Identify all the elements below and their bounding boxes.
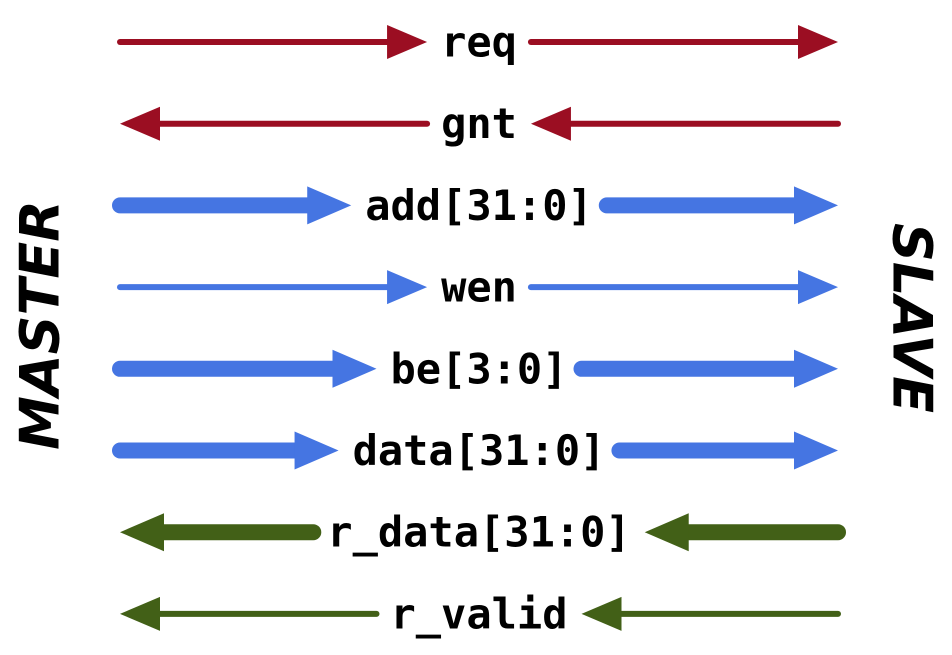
signal-label: gnt <box>441 99 517 148</box>
left-arrow-arrowhead <box>294 431 339 470</box>
signal-row: r_data[31:0] <box>120 508 846 557</box>
left-arrow-arrowhead <box>387 270 428 305</box>
signal-label: wen <box>441 263 517 312</box>
signal-row: gnt <box>120 99 841 148</box>
right-arrow-arrowhead <box>581 596 622 631</box>
left-arrow-arrowhead <box>120 596 160 631</box>
signal-label: r_valid <box>390 589 567 638</box>
signal-label: data[31:0] <box>353 426 606 475</box>
left-arrow-arrowhead <box>307 186 352 225</box>
left-arrow-arrowhead <box>120 106 160 141</box>
right-arrow-arrowhead <box>798 25 838 59</box>
left-arrow-arrowhead <box>332 349 377 388</box>
signal-label: req <box>441 18 517 67</box>
right-arrow-arrowhead <box>644 513 689 552</box>
signal-label: add[31:0] <box>365 181 593 230</box>
signal-row: wen <box>117 263 838 312</box>
master-label: MASTER <box>9 200 72 450</box>
right-arrow-arrowhead <box>794 186 838 225</box>
right-arrow-arrowhead <box>794 431 838 470</box>
signal-row: r_valid <box>120 589 841 638</box>
slave-label: SLAVE <box>881 223 944 413</box>
signal-row: req <box>117 18 838 67</box>
right-arrow-arrowhead <box>530 106 571 141</box>
left-arrow-arrowhead <box>120 513 164 552</box>
signal-label: r_data[31:0] <box>327 508 630 557</box>
right-arrow-arrowhead <box>798 270 838 305</box>
signal-list: req gnt add[31:0] wen be[3:0] data[31:0] r_dat… <box>112 18 846 638</box>
signal-row: add[31:0] <box>112 181 838 230</box>
right-arrow-arrowhead <box>794 349 838 388</box>
left-arrow-arrowhead <box>387 25 428 59</box>
signal-label: be[3:0] <box>390 344 567 393</box>
signal-row: data[31:0] <box>112 426 838 475</box>
signal-row: be[3:0] <box>112 344 838 393</box>
